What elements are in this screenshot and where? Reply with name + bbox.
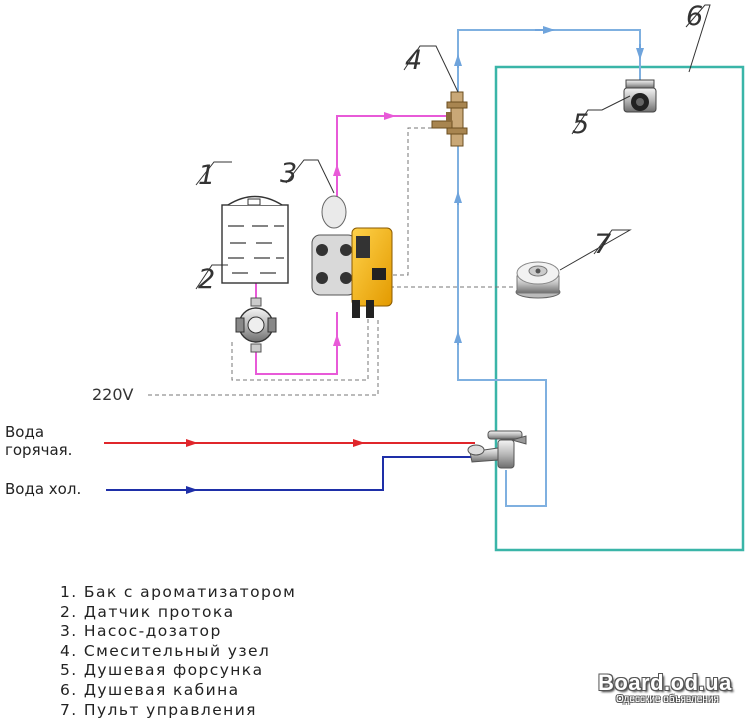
- legend-item: 1. Бак с ароматизатором: [60, 583, 297, 601]
- mixed-water-pipe: [457, 29, 641, 507]
- callout-7: 7: [594, 229, 611, 260]
- dosing-pump-icon: [311, 195, 393, 318]
- legend-item: 4. Смесительный узел: [60, 641, 271, 660]
- voltage-label: 220V: [92, 385, 134, 404]
- control-panel-icon: [515, 261, 561, 299]
- legend-item: 3. Насос-дозатор: [60, 622, 222, 641]
- legend-item: 5. Душевая форсунка: [60, 661, 264, 680]
- callout-5: 5: [572, 109, 589, 140]
- flow-sensor-icon: [235, 297, 277, 353]
- callout-3: 3: [280, 158, 297, 189]
- cold-water-label: Вода хол.: [5, 480, 81, 498]
- shower-nozzle-icon: [623, 79, 657, 113]
- shower-cabin-outline: [494, 65, 745, 552]
- faucet-icon: [467, 430, 527, 469]
- hot-water-label-line2: горячая.: [5, 441, 72, 459]
- watermark-main: Board.od.ua: [598, 670, 732, 695]
- legend-item: 6. Душевая кабина: [60, 680, 240, 699]
- hot-water-label-line1: Вода: [5, 423, 44, 441]
- mixing-node-icon: [431, 91, 468, 147]
- callout-leaders: [195, 4, 711, 290]
- legend-list: 1. Бак с ароматизатором 2. Датчик проток…: [60, 583, 296, 720]
- legend-item: 2. Датчик протока: [60, 602, 235, 621]
- callout-1: 1: [198, 160, 215, 191]
- watermark: Board.od.ua Одесские объявления: [598, 670, 748, 705]
- callout-2: 2: [198, 264, 215, 295]
- control-wiring: [148, 127, 515, 396]
- tank-icon: [221, 195, 289, 284]
- cold-water-pipe: [106, 456, 478, 491]
- callout-6: 6: [686, 1, 703, 32]
- callout-4: 4: [405, 45, 422, 76]
- legend-item: 7. Пульт управления: [60, 700, 257, 719]
- watermark-sub: Одесские объявления: [616, 694, 719, 705]
